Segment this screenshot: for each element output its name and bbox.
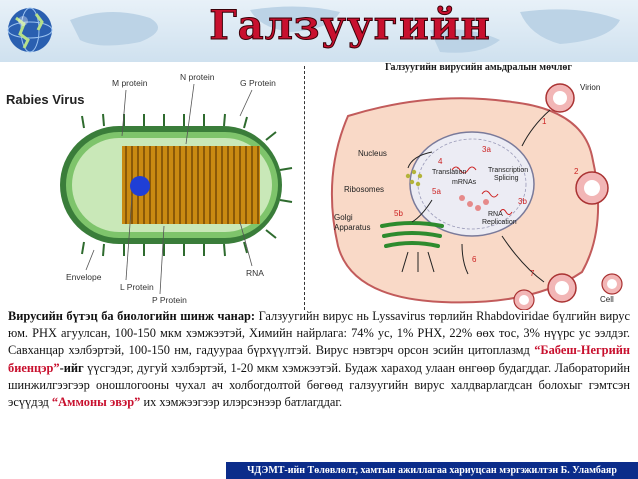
ammon-term: “Аммоны эвэр” [51,395,141,410]
paragraph-suffix: -ийг [59,360,84,375]
step-2: 2 [574,167,579,176]
label-virion: Virion [580,83,600,92]
glycoprotein-spikes [81,113,293,257]
label-splicing: Splicing [494,175,519,182]
rabies-virus-diagram: Rabies Virus [6,72,293,305]
step-7: 7 [530,269,535,278]
globe-icon [7,7,53,53]
viral-particles-nucleus [459,195,489,211]
step-1: 1 [542,117,547,126]
nucleocapsid-coil [125,146,259,224]
label-replication: Replication [482,219,517,226]
step-3a: 3a [482,145,491,154]
paragraph-text-2: үүсгэдэг, дугуй хэлбэртэй, 1-20 мкм хэмж… [8,360,630,410]
viral-rna-strands [451,166,513,215]
footer-credit: ЧДЭМТ-ийн Төлөвлөлт, хамтын ажиллагаа ха… [226,462,638,479]
virus-heading: Rabies Virus [6,92,85,107]
title-banner: Галзуугийн вирус [0,0,638,62]
label-ribosomes: Ribosomes [344,185,384,194]
label-translation: Translation [432,169,466,176]
life-cycle-diagram: Virion Nucleus Translation mRNAs Transcr… [330,83,623,310]
step-6: 6 [472,255,477,264]
page-title: Галзуугийн вирус [209,2,491,63]
l-protein-dot [130,176,150,196]
label-transcription: Transcription [488,167,528,174]
label-l-protein: L Protein [120,282,154,292]
step-5a: 5a [432,187,441,196]
golgi-stack [380,221,444,248]
step-4: 4 [438,157,443,166]
babes-negri-term: “Бабеш-Негрийн биенцэр” [8,343,630,375]
world-map-watermark [70,6,620,53]
label-mrnas: mRNAs [452,179,477,186]
paragraph-text-3: их хэмжээгээр илэрсэнээр батлагддаг. [140,395,343,410]
cycle-arrows [401,109,551,283]
paragraph-heading: Вирусийн бүтэц ба биологийн шинж чанар: [8,309,256,323]
label-envelope: Envelope [66,272,102,282]
divider-line [304,66,305,310]
label-cell: Cell [600,295,614,304]
step-5b: 5b [394,209,403,218]
label-golgi: Golgi [334,213,353,222]
label-m-protein: M protein [112,78,148,88]
label-leader-lines [85,83,253,295]
body-paragraph: Вирусийн бүтэц ба биологийн шинж чанар: … [8,308,630,411]
label-apparatus: Apparatus [334,223,370,232]
label-rna: RNA [488,211,503,218]
label-n-protein: N protein [180,72,215,82]
label-g-protein: G Protein [240,78,276,88]
label-rna: RNA [246,268,264,278]
step-numbers: 1 2 3a 3b 4 5a 5b 6 7 [394,117,579,278]
label-nucleus: Nucleus [358,149,387,158]
step-3b: 3b [518,197,527,206]
label-p-protein: P Protein [152,295,187,305]
virion-particles [513,83,623,310]
ribosome-dots [405,169,423,187]
paragraph-text-1: Галзуугийн вирус нь Lyssavirus төрлийн R… [8,309,630,358]
cycle-title: Галзуугийн вирусийн амьдралын мөчлөг [385,62,572,73]
